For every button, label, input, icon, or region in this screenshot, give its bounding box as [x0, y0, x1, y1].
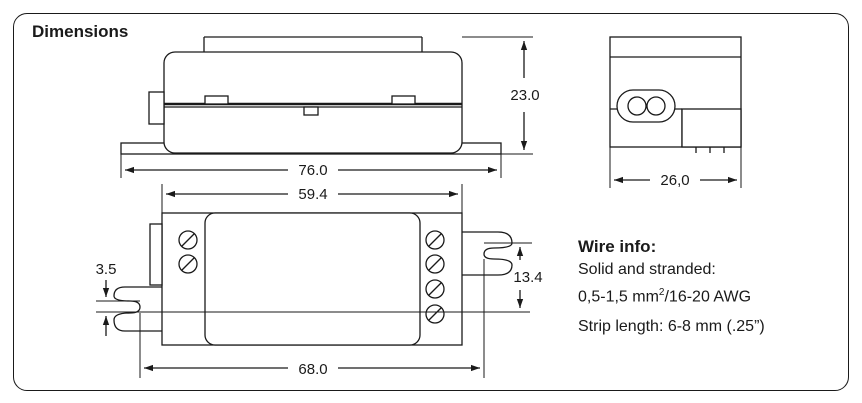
wire-info-heading: Wire info: [578, 237, 657, 256]
wire-strip-length: Strip length: 6-8 mm (.25”) [578, 318, 765, 336]
dim-label-overall-length: 76.0 [298, 162, 327, 179]
dim-label-mount-spacing: 13.4 [513, 269, 542, 286]
dimensions-panel [13, 13, 849, 391]
dim-label-side-width: 26,0 [660, 172, 689, 189]
dim-label-mount-hole: 3.5 [96, 261, 117, 278]
front-view [120, 36, 502, 155]
wire-info-line1: Solid and stranded: [578, 261, 716, 278]
wire-info-block: Wire info: Solid and stranded: 0,5-1,5 m… [578, 236, 765, 336]
top-view [96, 212, 530, 346]
wire-gauge-metric: 0,5-1,5 mm [578, 288, 659, 306]
wire-gauge-superscript: 2 [658, 287, 665, 298]
panel-title: Dimensions [32, 22, 129, 41]
dim-label-height: 23.0 [510, 87, 539, 104]
dim-label-bottom-length: 68.0 [298, 361, 327, 378]
dim-label-top-width: 59.4 [298, 186, 327, 203]
wire-gauge-awg: /16-20 AWG [664, 288, 752, 306]
wire-info-line2: 0,5-1,5 mm2/16-20 AWG [578, 281, 765, 308]
side-view [609, 36, 742, 153]
